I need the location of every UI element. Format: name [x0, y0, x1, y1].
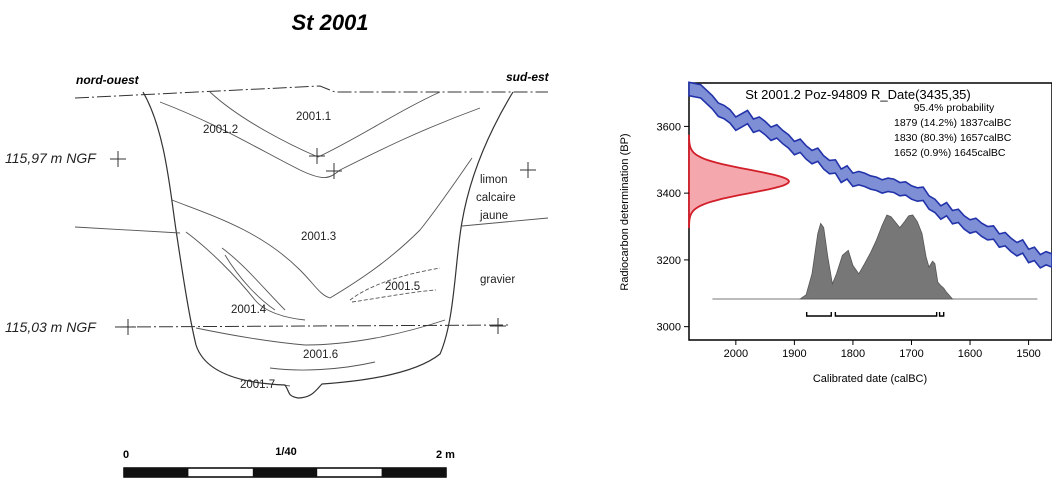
calibration-curve-band: [688, 81, 1052, 269]
scale-bar-segment: [381, 468, 446, 477]
orientation-right-label: sud-est: [506, 70, 550, 84]
x-tick-label: 1500: [1016, 348, 1040, 360]
chart-title: St 2001.2 Poz-94809 R_Date(3435,35): [745, 87, 971, 102]
chart-range-1: 1879 (14.2%) 1837calBC: [894, 117, 1012, 129]
x-tick-label: 1800: [841, 348, 865, 360]
scale-bar-start-label: 0: [123, 449, 129, 461]
layer-label-2001-1: 2001.1: [296, 111, 331, 123]
x-tick-label: 2000: [724, 348, 748, 360]
layer-boundary-2001-4c: [224, 254, 276, 311]
scale-bar: 0 1/40 2 m: [123, 446, 455, 478]
layer-boundary-2001-6: [195, 319, 446, 346]
layer-boundary-2001-4a: [185, 231, 306, 321]
radiocarbon-chart: St 2001.2 Poz-94809 R_Date(3435,35) 95.4…: [619, 81, 1052, 385]
layer-2001-7-leader: [282, 384, 291, 387]
scale-bar-end-label: 2 m: [436, 449, 455, 461]
layer-label-2001-2: 2001.2: [203, 124, 238, 136]
elevation-lower-label: 115,03 m NGF: [5, 319, 97, 335]
scale-bar-segments: [123, 467, 447, 478]
layer-label-2001-7: 2001.7: [240, 379, 275, 391]
pit-outline: [142, 91, 514, 399]
probability-range-bracket: [834, 312, 938, 317]
x-tick-label: 1900: [782, 348, 806, 360]
lower-datum-line: [114, 324, 511, 328]
radiocarbon-date-distribution: [688, 134, 791, 229]
y-tick-label: 3200: [657, 255, 681, 267]
chart-range-3: 1652 (0.9%) 1645calBC: [894, 147, 1006, 159]
layer-boundary-2001-3: [171, 157, 473, 299]
survey-cross-markers: [110, 148, 536, 335]
layer-boundary-2001-5: [349, 267, 441, 303]
y-tick-label: 3600: [657, 121, 681, 133]
y-axis-label: Radiocarbon determination (BP): [619, 133, 631, 290]
sediment-label-limon: limon: [480, 174, 507, 186]
axis-ticks: 2000 1900 1800 1700 1600 1500 3000 3200 3400 3600: [657, 121, 1041, 360]
y-tick-label: 3000: [657, 322, 681, 334]
layer-label-2001-4: 2001.4: [231, 304, 267, 316]
section-drawing: nord-ouest sud-est 115,97 m: [5, 70, 550, 399]
x-tick-label: 1700: [899, 348, 923, 360]
y-tick-label: 3400: [657, 188, 681, 200]
sediment-label-calcaire: calcaire: [476, 192, 516, 204]
sediment-contact-left: [74, 226, 181, 234]
chart-probability-label: 95.4% probability: [914, 102, 995, 114]
layer-boundary-2001-2: [159, 101, 481, 178]
x-tick-label: 1600: [958, 348, 982, 360]
figure-title: St 2001: [291, 10, 368, 35]
upper-datum-line: [74, 85, 548, 99]
x-axis-label: Calibrated date (calBC): [813, 373, 927, 385]
sediment-contact-right: [461, 217, 549, 227]
chart-range-2: 1830 (80.3%) 1657calBC: [894, 132, 1012, 144]
plot-marks: [688, 81, 1052, 317]
layer-label-2001-5: 2001.5: [385, 281, 420, 293]
orientation-left-label: nord-ouest: [76, 73, 140, 87]
probability-range-bracket: [805, 312, 832, 317]
scale-bar-ratio-label: 1/40: [275, 446, 296, 458]
scale-bar-segment: [252, 468, 318, 477]
calibrated-distribution: [798, 214, 954, 300]
scale-bar-segment: [124, 468, 189, 477]
layer-boundary-2001-4b: [221, 247, 286, 311]
probability-range-bracket: [938, 312, 945, 317]
layer-boundary-2001-1: [209, 91, 441, 158]
sediment-label-gravier: gravier: [480, 274, 515, 286]
layer-label-2001-6: 2001.6: [303, 349, 338, 361]
layer-boundary-2001-6b: [269, 361, 376, 371]
layer-label-2001-3: 2001.3: [301, 231, 336, 243]
elevation-upper-label: 115,97 m NGF: [5, 150, 97, 166]
sediment-label-jaune: jaune: [479, 210, 508, 222]
